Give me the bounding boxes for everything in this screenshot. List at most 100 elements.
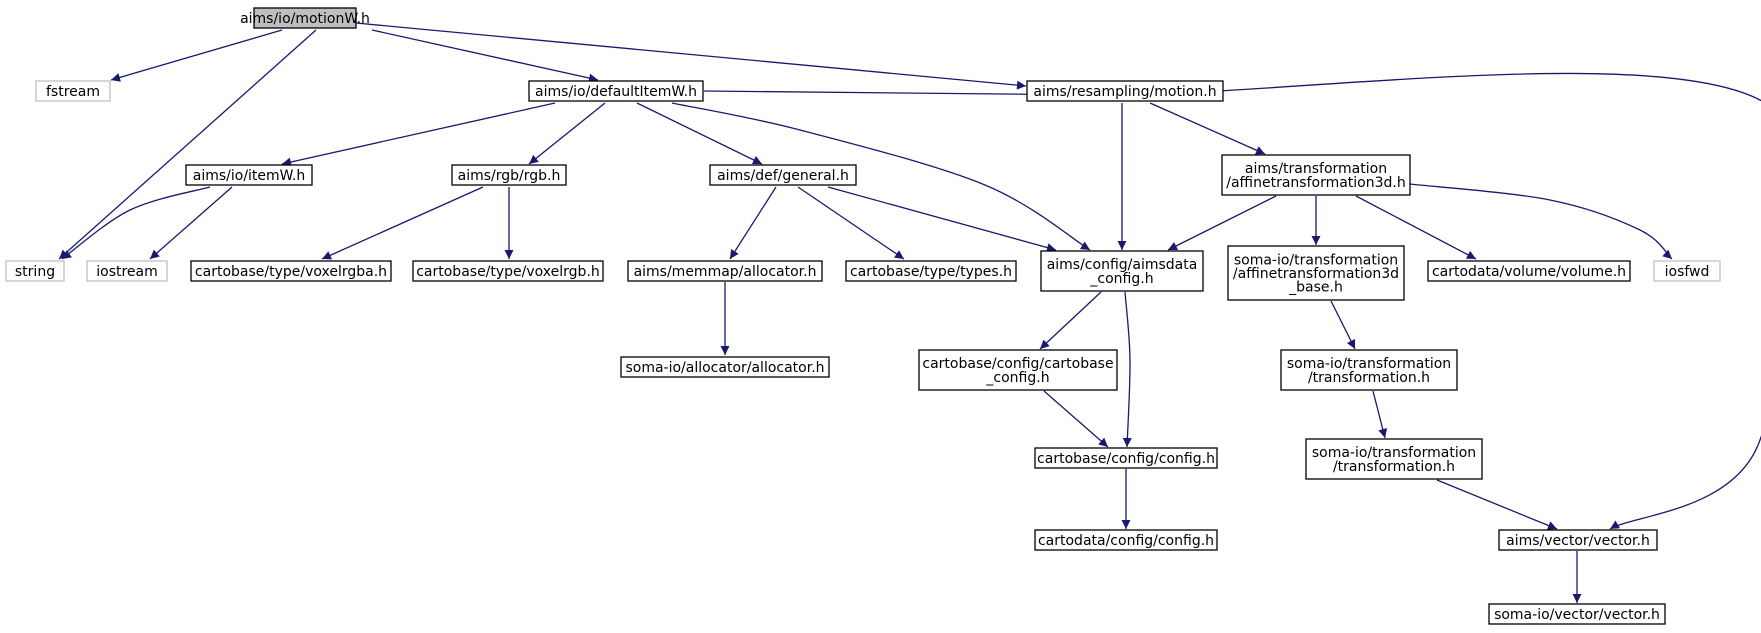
edges-layer [58, 22, 1761, 603]
node-box-cb_config [1034, 447, 1218, 469]
node-label-aimsdata_config-0: aims/config/aimsdata [1047, 257, 1198, 273]
node-label-affine-0: aims/transformation [1245, 161, 1387, 177]
node-box-general [709, 164, 857, 186]
node-box-transformation2 [1305, 438, 1483, 480]
edge-general-to-allocator [729, 186, 777, 260]
node-box-aimsdata_config [1040, 250, 1204, 292]
edge-transformation1-to-transformation2 [1372, 390, 1388, 439]
node-iostream: iostream [86, 260, 168, 282]
node-cartobase_config[interactable]: cartobase/config/cartobase_config.h [918, 349, 1118, 391]
edge-general-to-aimsdata_config [827, 186, 1057, 252]
node-box-rgb [451, 164, 567, 186]
edge-motionW-to-fstream [110, 29, 283, 82]
edge-affine_base-to-transformation1 [1330, 300, 1356, 350]
node-box-soma_vector [1488, 603, 1666, 625]
edge-affine-to-volume [1355, 195, 1477, 260]
edge-defaultItemW-to-vector [703, 72, 1761, 530]
node-iosfwd: iosfwd [1653, 260, 1721, 282]
node-label-fstream-0: fstream [46, 84, 100, 100]
node-box-allocator [627, 260, 823, 282]
node-label-vector-0: aims/vector/vector.h [1506, 533, 1650, 549]
node-label-transformation1-1: /transformation.h [1308, 370, 1430, 386]
node-label-cd_config-0: cartodata/config/config.h [1038, 533, 1214, 549]
node-box-string [5, 260, 65, 282]
node-voxelrgb[interactable]: cartobase/type/voxelrgb.h [412, 260, 604, 282]
edge-motionW-to-motion [355, 22, 1027, 90]
node-motion[interactable]: aims/resampling/motion.h [1026, 80, 1224, 102]
node-box-soma_allocator [620, 356, 830, 378]
node-affine[interactable]: aims/transformation/affinetransformation… [1221, 154, 1411, 196]
node-rgb[interactable]: aims/rgb/rgb.h [451, 164, 567, 186]
edge-motionW-to-defaultItemW [371, 29, 599, 83]
node-label-types-0: cartobase/type/types.h [850, 264, 1012, 280]
node-itemW[interactable]: aims/io/itemW.h [185, 164, 313, 186]
node-box-itemW [185, 164, 313, 186]
node-soma_vector[interactable]: soma-io/vector/vector.h [1488, 603, 1666, 625]
node-label-soma_vector-0: soma-io/vector/vector.h [1494, 607, 1660, 623]
node-transformation2[interactable]: soma-io/transformation/transformation.h [1305, 438, 1483, 480]
node-label-iosfwd-0: iosfwd [1665, 264, 1710, 280]
node-transformation1[interactable]: soma-io/transformation/transformation.h [1280, 349, 1458, 391]
edge-aimsdata_config-to-cartobase_config [1039, 291, 1102, 350]
node-label-aimsdata_config-1: _config.h [1089, 271, 1153, 287]
edge-motion-to-affine [1149, 102, 1266, 155]
node-motionW[interactable]: aims/io/motionW.h [240, 7, 370, 29]
node-box-affine [1221, 154, 1411, 196]
node-label-motion-0: aims/resampling/motion.h [1033, 84, 1216, 100]
node-box-iostream [86, 260, 168, 282]
node-defaultItemW[interactable]: aims/io/defaultItemW.h [528, 80, 704, 102]
node-label-transformation1-0: soma-io/transformation [1287, 356, 1451, 372]
node-volume[interactable]: cartodata/volume/volume.h [1427, 260, 1631, 282]
edge-defaultItemW-to-aimsdata_config [671, 102, 1091, 251]
node-label-iostream-0: iostream [96, 264, 158, 280]
edge-affine-to-iosfwd [1409, 183, 1673, 260]
node-label-allocator-0: aims/memmap/allocator.h [634, 264, 817, 280]
edge-defaultItemW-to-general [636, 102, 763, 165]
node-general[interactable]: aims/def/general.h [709, 164, 857, 186]
node-box-vector [1498, 529, 1658, 551]
node-label-rgb-0: aims/rgb/rgb.h [458, 168, 561, 184]
node-label-cb_config-0: cartobase/config/config.h [1037, 451, 1215, 467]
node-types[interactable]: cartobase/type/types.h [845, 260, 1017, 282]
node-box-motionW [253, 7, 357, 29]
node-box-fstream [35, 80, 111, 102]
node-voxelrgba[interactable]: cartobase/type/voxelrgba.h [190, 260, 392, 282]
edge-cartobase_config-to-cb_config [1043, 390, 1109, 448]
node-box-voxelrgba [190, 260, 392, 282]
edge-affine-to-aimsdata_config [1167, 195, 1277, 251]
node-label-defaultItemW-0: aims/io/defaultItemW.h [535, 84, 697, 100]
node-label-voxelrgba-0: cartobase/type/voxelrgba.h [195, 264, 387, 280]
node-cd_config[interactable]: cartodata/config/config.h [1034, 529, 1218, 551]
node-vector[interactable]: aims/vector/vector.h [1498, 529, 1658, 551]
node-box-iosfwd [1653, 260, 1721, 282]
node-label-transformation2-0: soma-io/transformation [1312, 445, 1476, 461]
node-string: string [5, 260, 65, 282]
node-label-affine-1: /affinetransformation3d.h [1226, 175, 1405, 191]
node-label-cartobase_config-0: cartobase/config/cartobase [922, 356, 1113, 372]
node-affine_base[interactable]: soma-io/transformation/affinetransformat… [1227, 245, 1405, 301]
node-cb_config[interactable]: cartobase/config/config.h [1034, 447, 1218, 469]
edge-general-to-types [797, 186, 905, 260]
node-label-soma_allocator-0: soma-io/allocator/allocator.h [625, 360, 824, 376]
edge-itemW-to-iostream [149, 186, 233, 260]
node-label-general-0: aims/def/general.h [717, 168, 849, 184]
edge-motionW-to-string [58, 29, 317, 260]
node-soma_allocator[interactable]: soma-io/allocator/allocator.h [620, 356, 830, 378]
node-label-affine_base-0: soma-io/transformation [1234, 252, 1398, 268]
edge-itemW-to-string [61, 186, 211, 260]
node-label-affine_base-2: _base.h [1288, 280, 1343, 296]
edge-defaultItemW-to-rgb [528, 102, 606, 165]
node-aimsdata_config[interactable]: aims/config/aimsdata_config.h [1040, 250, 1204, 292]
node-label-volume-0: cartodata/volume/volume.h [1432, 264, 1626, 280]
node-box-types [845, 260, 1017, 282]
node-box-transformation1 [1280, 349, 1458, 391]
node-label-string-0: string [15, 264, 55, 280]
node-fstream: fstream [35, 80, 111, 102]
node-box-volume [1427, 260, 1631, 282]
node-allocator[interactable]: aims/memmap/allocator.h [627, 260, 823, 282]
node-label-affine_base-1: /affinetransformation3d [1233, 266, 1399, 282]
node-box-cd_config [1034, 529, 1218, 551]
nodes-layer: aims/io/motionW.h fstream aims/io/defaultI… [5, 7, 1721, 625]
node-label-itemW-0: aims/io/itemW.h [193, 168, 305, 184]
node-box-affine_base [1227, 245, 1405, 301]
